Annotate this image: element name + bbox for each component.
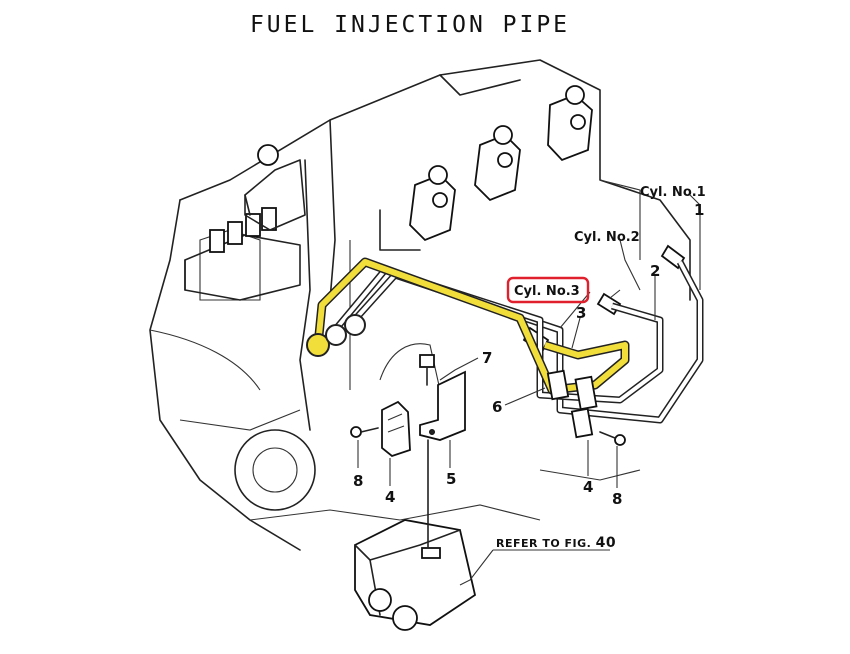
bolt-7 [419,354,435,386]
leader-lines [357,194,701,586]
injector-cyl-2 [474,125,521,202]
injector-cyl-3 [409,165,456,242]
callout-7: 7 [482,349,492,367]
label-cyl-no-1: Cyl. No.1 [640,185,706,200]
callout-5: 5 [446,470,456,488]
injection-pump [184,144,306,301]
pump-nut-cyl-3 [306,333,330,357]
clamp-left [381,400,411,458]
label-cyl-no-3: Cyl. No.3 [514,284,580,299]
callout-4-right: 4 [583,478,593,496]
union-cyl-1 [660,244,686,270]
pump-nut-cyl-2 [325,324,347,346]
callout-4-left: 4 [385,488,395,506]
pump-nut-cyl-1 [344,314,366,336]
diagram-title: FUEL INJECTION PIPE [249,12,571,38]
fuel-pipe-cyl-3-highlighted [313,257,630,395]
reference-prefix: REFER TO FIG. [496,537,591,550]
callout-2: 2 [650,262,660,280]
callout-6: 6 [492,398,502,416]
callout-8-right: 8 [612,490,622,508]
highlight-box-cyl-3 [506,276,590,304]
injector-cyl-1 [547,85,593,162]
bracket [419,370,466,441]
callout-8-left: 8 [353,472,363,490]
pipe-clamp-upper [546,369,598,439]
screw-8-right [599,431,626,446]
callout-1: 1 [694,201,704,219]
mount-block [354,439,477,631]
engine-block [149,59,691,551]
label-cyl-no-2: Cyl. No.2 [574,230,640,245]
screw-8-left [350,426,379,438]
reference-figure-number: 40 [596,535,616,551]
callout-3: 3 [576,304,586,322]
reference-note: REFER TO FIG. 40 [496,535,616,551]
